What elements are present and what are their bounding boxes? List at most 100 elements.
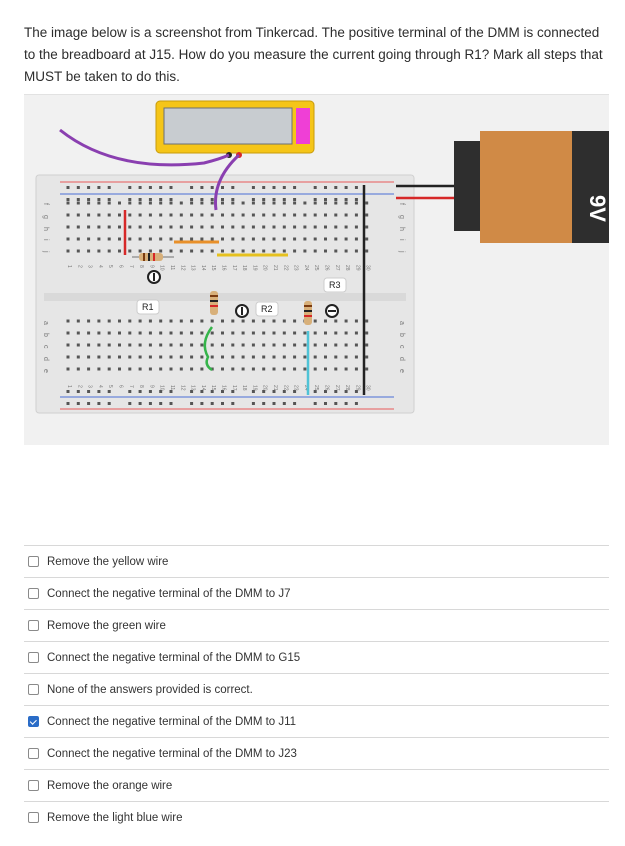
answer-option[interactable]: Remove the yellow wire [24,545,609,577]
breadboard-hole[interactable] [200,343,204,347]
breadboard-hole[interactable] [179,367,183,371]
breadboard-hole[interactable] [334,249,338,253]
rail-hole[interactable] [262,402,266,405]
breadboard-hole[interactable] [324,201,327,205]
breadboard-hole[interactable] [200,201,204,205]
breadboard-hole[interactable] [221,367,224,371]
rail-hole[interactable] [293,402,297,405]
breadboard-hole[interactable] [169,319,173,323]
breadboard-hole[interactable] [354,355,358,359]
breadboard-hole[interactable] [138,343,142,347]
rail-hole[interactable] [128,390,132,393]
breadboard-hole[interactable] [293,367,297,371]
breadboard-hole[interactable] [190,225,194,229]
breadboard-hole[interactable] [313,355,317,359]
breadboard-hole[interactable] [262,331,266,335]
rail-hole[interactable] [169,186,173,189]
breadboard-hole[interactable] [334,201,338,205]
rail-hole[interactable] [324,198,327,201]
breadboard-hole[interactable] [365,319,369,323]
rail-hole[interactable] [200,186,204,189]
breadboard-hole[interactable] [241,225,245,229]
breadboard-hole[interactable] [272,213,276,217]
rail-hole[interactable] [107,390,111,393]
rail-hole[interactable] [169,390,173,393]
rail-hole[interactable] [169,402,173,405]
breadboard-hole[interactable] [66,343,70,347]
breadboard-hole[interactable] [282,249,286,253]
breadboard-hole[interactable] [221,225,224,229]
breadboard-hole[interactable] [76,319,80,323]
breadboard-hole[interactable] [231,213,235,217]
breadboard-hole[interactable] [344,201,348,205]
breadboard-hole[interactable] [148,331,152,335]
breadboard-hole[interactable] [293,249,297,253]
breadboard-hole[interactable] [354,331,358,335]
rail-hole[interactable] [334,402,338,405]
breadboard-hole[interactable] [344,249,348,253]
rail-hole[interactable] [344,402,348,405]
breadboard-hole[interactable] [303,331,307,335]
breadboard-hole[interactable] [241,343,245,347]
breadboard-hole[interactable] [251,225,255,229]
rail-hole[interactable] [138,186,142,189]
rail-hole[interactable] [293,198,297,201]
breadboard-hole[interactable] [118,331,121,335]
breadboard-hole[interactable] [190,367,194,371]
breadboard-hole[interactable] [66,201,70,205]
breadboard-hole[interactable] [128,225,132,229]
rail-hole[interactable] [282,186,286,189]
rail-hole[interactable] [128,186,132,189]
breadboard-hole[interactable] [190,213,194,217]
rail-hole[interactable] [344,186,348,189]
breadboard-hole[interactable] [251,213,255,217]
rail-hole[interactable] [221,186,224,189]
breadboard-hole[interactable] [231,355,235,359]
breadboard-hole[interactable] [303,343,307,347]
breadboard-hole[interactable] [293,213,297,217]
breadboard-hole[interactable] [344,331,348,335]
rail-hole[interactable] [76,198,80,201]
breadboard-hole[interactable] [76,331,80,335]
breadboard-hole[interactable] [231,367,235,371]
breadboard-hole[interactable] [87,367,91,371]
breadboard-hole[interactable] [251,237,255,241]
breadboard-hole[interactable] [303,249,307,253]
breadboard-hole[interactable] [169,355,173,359]
answer-option[interactable]: Connect the negative terminal of the DMM… [24,641,609,673]
breadboard-hole[interactable] [87,225,91,229]
rail-hole[interactable] [66,390,70,393]
rail-hole[interactable] [159,402,163,405]
rail-hole[interactable] [76,402,80,405]
breadboard-hole[interactable] [179,355,183,359]
breadboard-hole[interactable] [66,237,70,241]
breadboard-hole[interactable] [159,201,163,205]
rail-hole[interactable] [334,186,338,189]
breadboard-hole[interactable] [169,367,173,371]
breadboard-hole[interactable] [179,343,183,347]
breadboard-hole[interactable] [128,331,132,335]
breadboard-hole[interactable] [76,225,80,229]
breadboard-hole[interactable] [138,355,142,359]
breadboard-hole[interactable] [210,237,214,241]
breadboard-hole[interactable] [200,331,204,335]
breadboard-hole[interactable] [169,213,173,217]
breadboard-hole[interactable] [282,213,286,217]
breadboard-hole[interactable] [313,201,317,205]
breadboard-hole[interactable] [313,331,317,335]
breadboard-hole[interactable] [272,225,276,229]
rail-hole[interactable] [200,390,204,393]
breadboard-hole[interactable] [179,237,183,241]
breadboard-hole[interactable] [66,319,70,323]
rail-hole[interactable] [159,186,163,189]
breadboard-hole[interactable] [118,343,121,347]
breadboard-hole[interactable] [231,225,235,229]
breadboard-hole[interactable] [190,319,194,323]
breadboard-hole[interactable] [354,237,358,241]
breadboard-hole[interactable] [148,319,152,323]
breadboard-hole[interactable] [272,249,276,253]
breadboard-hole[interactable] [210,319,214,323]
breadboard-hole[interactable] [313,213,317,217]
breadboard-hole[interactable] [282,237,286,241]
breadboard-hole[interactable] [159,213,163,217]
